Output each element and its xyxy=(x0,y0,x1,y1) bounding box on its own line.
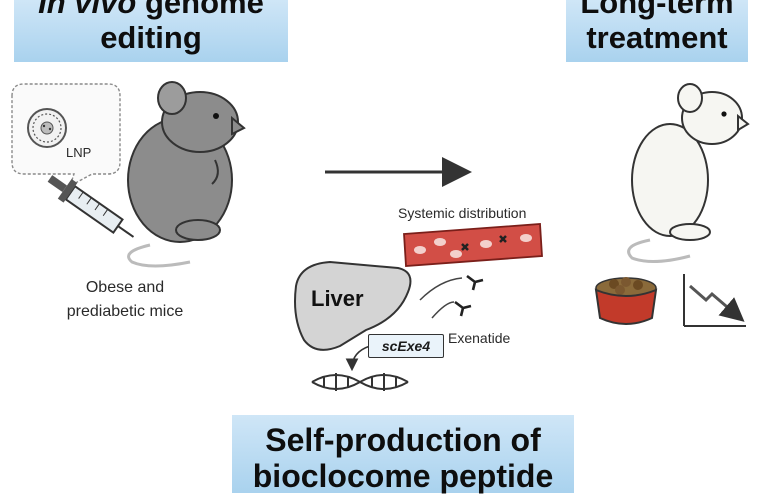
gene-arrow xyxy=(345,345,371,372)
food-bowl-icon xyxy=(594,277,658,325)
exenatide-label: Exenatide xyxy=(448,330,511,346)
title-long-term-treatment: Long-term treatment xyxy=(566,0,748,62)
blood-vessel-icon xyxy=(403,223,543,267)
title-in-vivo-genome-editing: In vivo genome editing xyxy=(14,0,288,62)
gene-label-box: scExe4 xyxy=(368,334,444,358)
secretion-arrows xyxy=(419,277,463,319)
obese-mouse-icon xyxy=(127,81,246,268)
exenatide-molecule-icon xyxy=(454,274,484,317)
decline-chart-icon xyxy=(683,274,746,327)
mice-caption: Obese and prediabetic mice xyxy=(40,276,210,324)
mice-caption-line1: Obese and xyxy=(85,279,165,296)
banner-right-line1: Long-term xyxy=(580,0,734,20)
dna-icon xyxy=(311,373,409,391)
liver-icon xyxy=(294,260,412,351)
banner-right-line2: treatment xyxy=(586,19,728,55)
liver-label: Liver xyxy=(311,286,364,311)
lnp-icon xyxy=(27,108,67,148)
systemic-distribution-label: Systemic distribution xyxy=(398,205,527,221)
treated-mouse-icon xyxy=(627,83,750,263)
lnp-label: LNP xyxy=(66,145,92,160)
banner-left-line1-rest: genome xyxy=(136,0,264,20)
syringe-icon xyxy=(47,175,135,238)
lnp-bubble xyxy=(11,83,121,188)
banner-bottom-line1: Self-production of xyxy=(265,422,541,458)
mice-caption-line2: prediabetic mice xyxy=(66,303,184,320)
diagram-illustration xyxy=(11,81,750,391)
banner-left-italic: In vivo xyxy=(38,0,137,20)
banner-left-line2: editing xyxy=(100,19,202,55)
